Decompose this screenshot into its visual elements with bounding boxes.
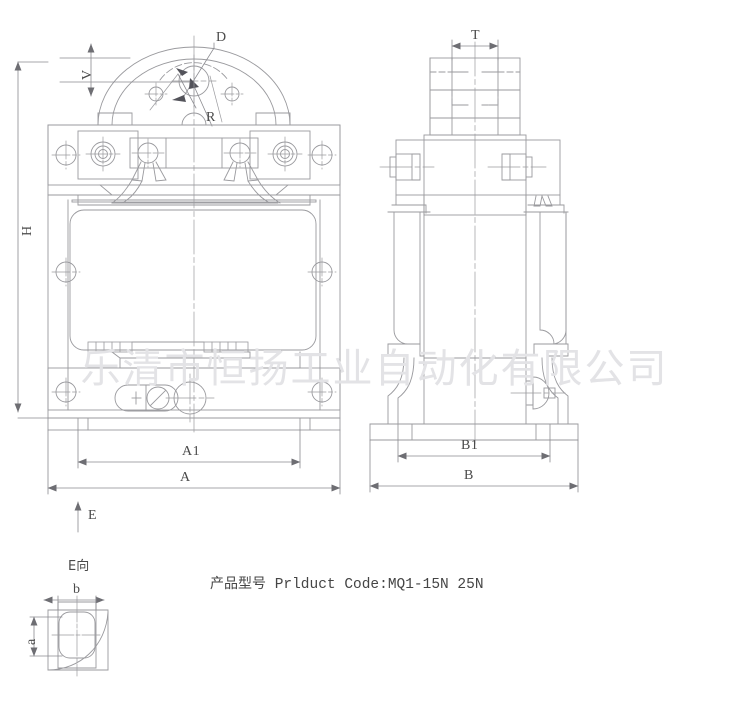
detail-e-geometry	[47, 595, 109, 677]
dim-H	[14, 61, 49, 419]
dim-B	[369, 439, 579, 493]
dim-label-R: R	[206, 110, 216, 125]
dim-label-b: b	[73, 582, 81, 597]
dim-B1	[397, 439, 551, 463]
dim-label-a: a	[24, 638, 39, 645]
dim-T	[451, 39, 499, 61]
dim-label-D: D	[216, 30, 227, 45]
detail-view-title-e: E向	[68, 559, 90, 574]
dim-A1	[77, 429, 301, 469]
dim-label-B: B	[464, 468, 474, 483]
product-code-caption: 产品型号 Prlduct Code:MQ1-15N 25N	[210, 573, 484, 593]
side-base-foot	[369, 343, 579, 441]
front-coil-terminals	[109, 138, 281, 204]
dim-A	[47, 429, 341, 495]
dim-b	[43, 595, 105, 611]
dim-label-V: V	[80, 69, 95, 80]
dim-label-T: T	[471, 28, 481, 43]
product-code-label-en: Prlduct Code:MQ1-15N 25N	[274, 577, 484, 593]
side-coil-bodies	[393, 211, 567, 359]
side-middle-body	[379, 134, 569, 216]
dim-label-B1: B1	[461, 438, 479, 453]
dim-label-H: H	[20, 225, 35, 236]
product-code-label-cn: 产品型号	[210, 576, 266, 592]
dim-D-leader	[172, 42, 215, 109]
dim-a	[29, 616, 63, 657]
dim-label-E: E	[88, 508, 98, 523]
dim-label-A: A	[180, 470, 191, 485]
dim-V	[59, 43, 191, 97]
dim-label-A1: A1	[182, 444, 201, 459]
